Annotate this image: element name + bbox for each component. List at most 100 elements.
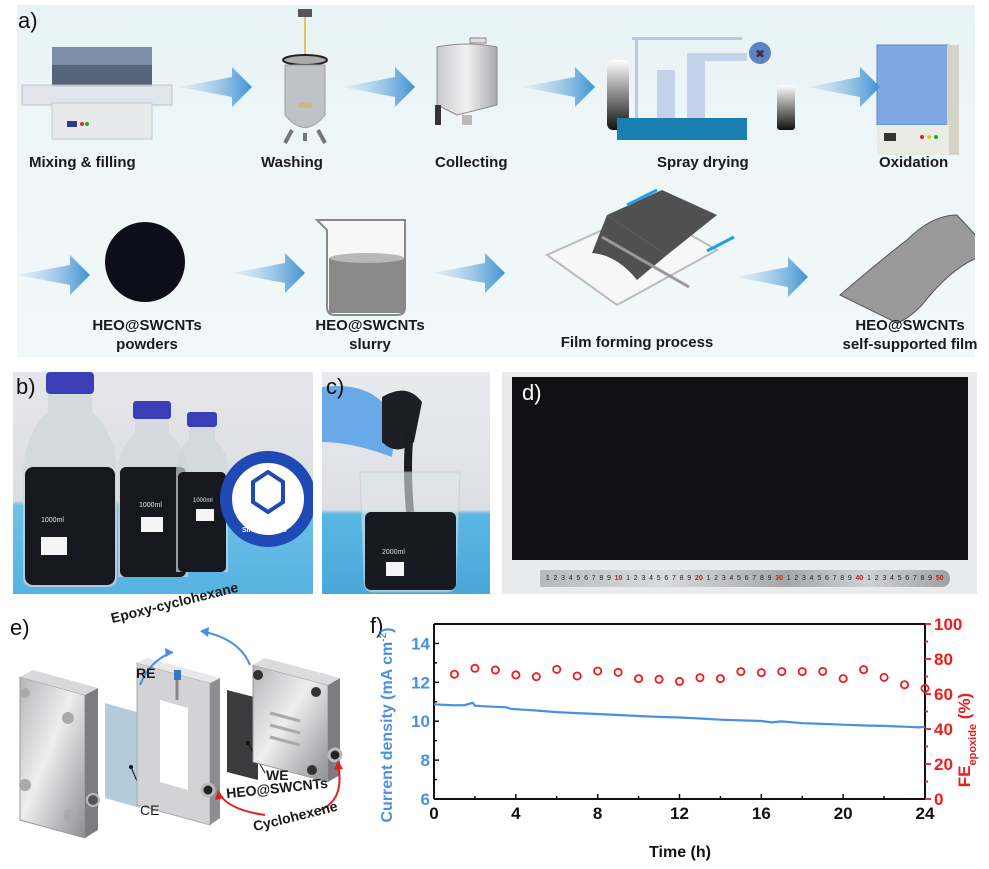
arrow-head-icon [165,648,173,657]
fe-data-point [900,680,910,690]
x-tick-label: 8 [593,804,602,823]
plot-frame [433,623,926,800]
film-casting-icon [545,188,735,307]
step-label-line1: HEO@SWCNTs [855,317,965,334]
gloved-hand [322,386,397,457]
ruler-mark: 6 [664,575,669,582]
ruler-mark: 9 [606,575,611,582]
ruler-mark: 2 [553,575,558,582]
panel-label-e: e) [10,615,30,640]
middle-frame [136,658,220,826]
panel-label-d: d) [522,380,542,405]
y-label-left-text: Current density (mA cm [379,642,396,823]
end-plate-left [19,670,100,839]
x-tick-label: 12 [670,804,689,823]
step-label-washing: Washing [261,154,323,171]
flow-arrow [807,67,880,107]
panel-label-f: f) [370,613,384,638]
panel-a-process-flow: ✖ [17,5,978,357]
step-label-oxidation: Oxidation [879,154,949,171]
panel-e-flow-cell-diagram: Epoxy-cyclohexane RE WE HEO@SWCNTs CE Cy… [0,579,380,864]
step-label-line2: self-supported film [842,336,978,353]
fe-data-point [695,673,705,683]
ruler-mark: 3 [561,575,566,582]
fe-data-point [777,667,787,677]
y-label-right-end: (%) [955,693,974,724]
ruler-mark: 1 [867,575,871,582]
fe-data-point [736,667,746,677]
ruler-mark: 1 [706,575,711,582]
flow-arrow [735,257,808,297]
fe-data-point [715,674,725,684]
ruler-mark: 4 [729,575,734,582]
fe-data-point [449,669,459,679]
y-left-tick-label: 12 [411,673,430,692]
label-counter-electrode: CE [140,802,160,818]
step-label-film-forming: Film forming process [560,334,714,351]
fe-data-point [859,665,869,675]
ruler-mark: 4 [809,575,814,582]
step-label-line1: HEO@SWCNTs [315,317,425,334]
ruler-mark: 4 [889,575,894,582]
fe-data-point [470,663,480,673]
ruler-mark: 2 [874,575,879,582]
ruler-mark: 5 [817,575,822,582]
ruler-mark: 1 [626,575,631,582]
y-label-right-sub: epoxide [967,724,979,766]
y-right-tick-label: 100 [934,615,962,634]
panel-label-c: c) [326,374,345,399]
sinano-logo: SINANO 2006 [220,451,313,547]
bottle-volume-label: 1000ml [193,498,213,504]
step-label-line2: slurry [349,336,391,353]
ruler-mark: 6 [584,575,588,582]
product-flow-arrow [204,631,251,666]
x-axis-label: Time (h) [649,844,711,861]
panel-c-photo-pouring-slurry: 2000ml [322,372,490,594]
bottles-photo: 1000ml 1000ml 1000ml SINANO 2006 [23,372,313,587]
y-label-left-end: ) [379,627,396,632]
ruler-mark: 9 [928,575,933,582]
y-right-tick-label: 60 [934,685,953,704]
ruler-mark: 4 [649,575,653,582]
ruler-mark: 8 [679,575,684,582]
ruler-mark: 9 [687,575,692,582]
oven-icon [876,44,959,155]
ruler-mark: 8 [759,575,764,582]
fe-data-point [838,674,848,684]
fe-data-point [490,665,500,675]
ruler-mark: 7 [672,575,676,582]
collection-tank-icon [435,37,498,125]
ruler-mark: 20 [694,575,703,582]
logo-text: SINANO 2006 [242,527,287,534]
y-left-tick-label: 14 [411,634,430,653]
ruler-mark: 7 [752,575,757,582]
ruler-mark: 3 [721,575,726,582]
bottle-small: 1000ml [176,412,228,572]
arrow-head-icon [334,760,343,770]
bottle-medium: 1000ml [118,401,188,577]
fe-data-point [797,667,807,677]
beaker-volume-label: 2000ml [382,549,405,556]
ruler-mark: 6 [744,575,749,582]
ruler-mark: 4 [568,575,573,582]
ruler-mark: 6 [905,575,910,582]
arrow-head-icon [200,627,209,637]
ruler-mark: 8 [599,575,604,582]
fe-data-point [572,671,582,681]
tube-furnace-icon [21,47,173,140]
ruler-mark: 9 [847,575,852,582]
y-right-tick-label: 0 [934,790,943,809]
stirred-reactor-icon [282,9,328,144]
y-label-left-sup: -2 [378,632,389,641]
ruler-mark: 40 [855,575,864,582]
flow-arrow [232,253,305,293]
fe-data-point [674,676,684,686]
ruler-mark: 7 [832,575,837,582]
fe-data-point [920,683,930,693]
fe-data-point [593,666,603,676]
ruler-mark: 5 [576,575,581,582]
y-label-right-main: FE [955,766,974,788]
panel-label-b: b) [16,374,36,399]
x-tick-label: 16 [752,804,771,823]
